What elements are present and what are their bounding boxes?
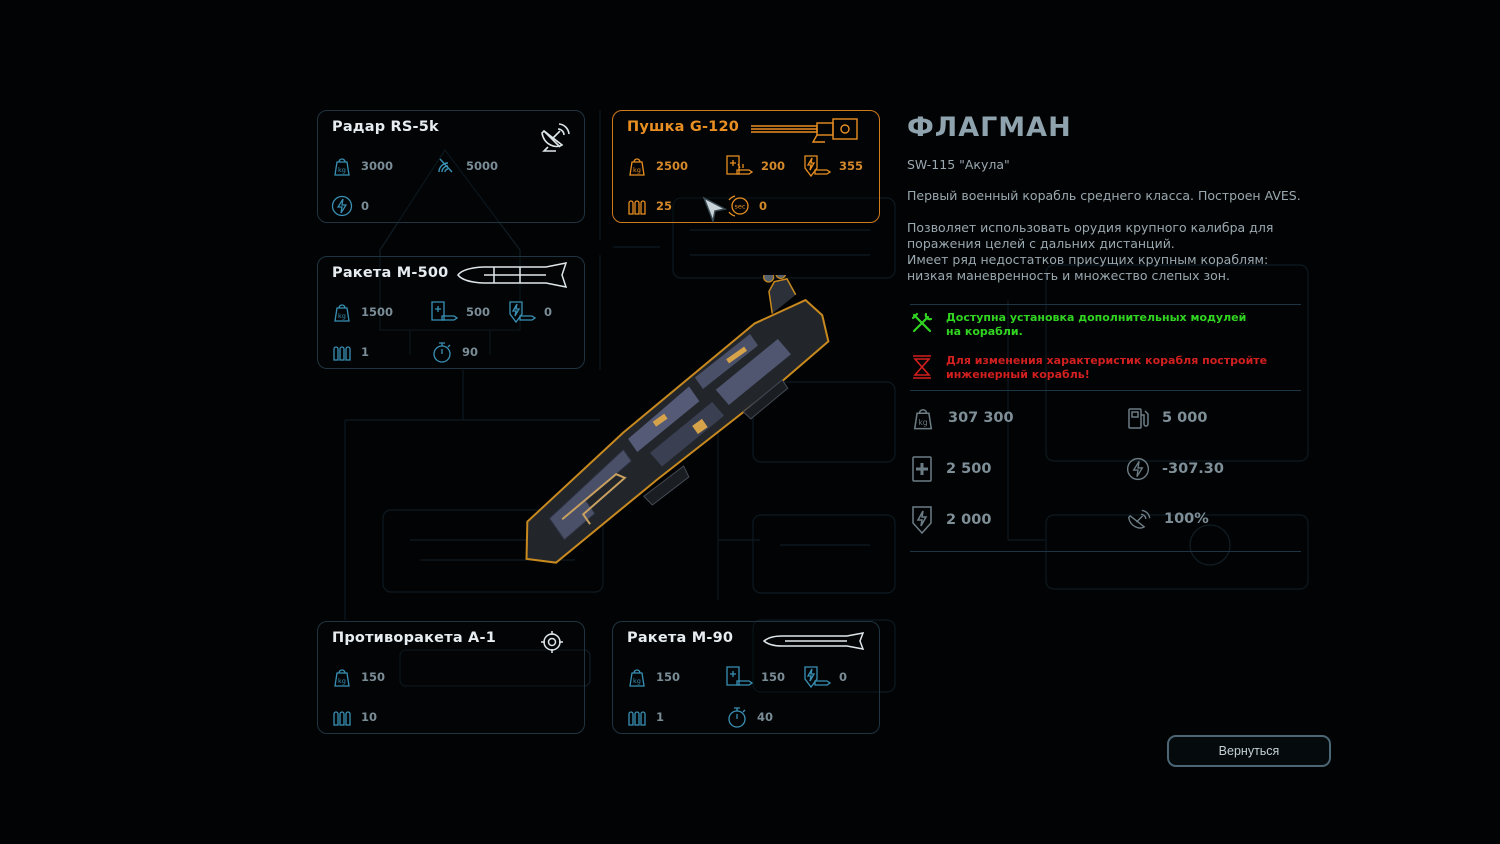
stat-weight: kg 150 bbox=[331, 664, 385, 690]
weight-icon: kg bbox=[334, 669, 350, 687]
description-line: Имеет ряд недостатков присущих крупным к… bbox=[907, 252, 1269, 267]
reload-sec-icon: sec bbox=[728, 195, 749, 217]
stat-weight: kg 150 bbox=[626, 664, 680, 690]
svg-text:kg: kg bbox=[633, 166, 641, 174]
hull-damage-icon bbox=[431, 301, 458, 321]
svg-text:kg: kg bbox=[338, 677, 346, 685]
module-title: Ракета M-500 bbox=[332, 265, 449, 281]
ship-description-details: Позволяет использовать орудия крупного к… bbox=[907, 220, 1307, 284]
description-line: поражения целей с дальних дистанций. bbox=[907, 236, 1175, 251]
ammo-icon bbox=[628, 711, 646, 726]
ship-stat-hull: 2 500 bbox=[910, 455, 991, 483]
module-title: Ракета M-90 bbox=[627, 630, 734, 646]
stat-ammo: 10 bbox=[331, 704, 377, 730]
divider-bottom bbox=[910, 551, 1301, 552]
stat-shield-damage: 355 bbox=[803, 153, 863, 179]
radar-dish-icon bbox=[541, 123, 570, 152]
ship-model: SW-115 "Акула" bbox=[907, 157, 1010, 172]
module-title: Противоракета A-1 bbox=[332, 630, 496, 646]
shield-damage-icon bbox=[804, 666, 831, 689]
weight-icon: kg bbox=[629, 158, 645, 176]
ship-stat-energy: -307.30 bbox=[1126, 457, 1224, 481]
notice-modules-available: Доступна установка дополнительных модуле… bbox=[910, 311, 1246, 339]
missile-icon bbox=[457, 262, 568, 288]
svg-text:kg: kg bbox=[338, 312, 346, 320]
weight-icon: kg bbox=[334, 158, 350, 176]
stat-ammo: 1 bbox=[626, 704, 664, 730]
hull-damage-icon bbox=[726, 666, 753, 686]
shield-icon bbox=[912, 506, 932, 535]
ship-description: Первый военный корабль среднего класса. … bbox=[907, 188, 1301, 203]
signal-range-icon bbox=[438, 158, 453, 173]
module-card-radar[interactable]: Радар RS-5k kg 3000 5000 0 bbox=[317, 110, 585, 223]
target-icon bbox=[541, 631, 563, 653]
svg-text:sec: sec bbox=[735, 203, 746, 211]
module-card-anti-missile[interactable]: Противоракета A-1 kg 150 10 bbox=[317, 621, 585, 734]
stat-reload: 90 bbox=[430, 339, 478, 365]
back-button[interactable]: Вернуться bbox=[1167, 735, 1331, 767]
weight-icon: kg bbox=[629, 669, 645, 687]
radar-dish-icon bbox=[1127, 509, 1151, 529]
stat-ammo: 1 bbox=[331, 339, 369, 365]
shield-damage-icon bbox=[509, 301, 536, 324]
ship-illustration bbox=[525, 275, 830, 564]
svg-text:kg: kg bbox=[918, 418, 927, 427]
weight-icon: kg bbox=[913, 408, 933, 430]
module-card-missile-m90[interactable]: Ракета M-90 kg 150 150 0 1 40 bbox=[612, 621, 880, 734]
stat-damage: 500 bbox=[430, 299, 490, 325]
description-line: низкая маневренность и множество слепых … bbox=[907, 268, 1230, 283]
shield-damage-icon bbox=[804, 155, 831, 178]
stat-damage: 200 bbox=[725, 153, 785, 179]
ship-class-title: ФЛАГМАН bbox=[907, 112, 1072, 143]
resize-warning-icon bbox=[913, 355, 931, 379]
hull-repair-icon bbox=[912, 456, 932, 482]
stopwatch-icon bbox=[728, 707, 746, 728]
ship-info-panel: ФЛАГМАН SW-115 "Акула" Первый военный ко… bbox=[907, 112, 1307, 284]
weight-icon: kg bbox=[334, 304, 350, 322]
cannon-icon bbox=[751, 118, 858, 143]
energy-bolt-icon bbox=[1126, 457, 1150, 481]
ship-stat-shield: 2 000 bbox=[910, 505, 991, 535]
divider-middle bbox=[910, 390, 1301, 391]
ship-stat-fuel: 5 000 bbox=[1126, 405, 1207, 431]
wrench-screwdriver-icon bbox=[911, 312, 933, 333]
svg-text:kg: kg bbox=[338, 166, 346, 174]
energy-bolt-icon bbox=[331, 195, 353, 217]
ammo-icon bbox=[333, 346, 351, 361]
module-card-missile-m500[interactable]: Ракета M-500 kg 1500 500 0 1 90 bbox=[317, 256, 585, 369]
notice-warn-line: инженерный корабль! bbox=[946, 368, 1090, 381]
ship-stat-radar: 100% bbox=[1124, 505, 1209, 533]
svg-text:kg: kg bbox=[633, 677, 641, 685]
stat-shield-damage: 0 bbox=[508, 299, 552, 325]
fuel-pump-icon bbox=[1128, 408, 1149, 429]
stat-ammo: 25 bbox=[626, 193, 672, 219]
ammo-icon bbox=[333, 711, 351, 726]
module-title: Радар RS-5k bbox=[332, 119, 439, 135]
ammo-icon bbox=[628, 200, 646, 215]
stat-reload: sec 0 bbox=[725, 193, 767, 219]
module-card-cannon[interactable]: Пушка G-120 kg 2500 200 355 25 sec 0 bbox=[612, 110, 880, 223]
missile-icon bbox=[762, 632, 865, 650]
stat-weight: kg 2500 bbox=[626, 153, 688, 179]
stat-weight: kg 1500 bbox=[331, 299, 393, 325]
divider-top bbox=[910, 304, 1301, 305]
ship-stat-mass: kg 307 300 bbox=[910, 405, 1014, 431]
stat-reload: 40 bbox=[725, 704, 773, 730]
mouse-cursor-icon bbox=[702, 196, 728, 224]
stat-shield-damage: 0 bbox=[803, 664, 847, 690]
stat-energy: 0 bbox=[331, 193, 369, 219]
notice-ok-line: на корабли. bbox=[946, 325, 1023, 338]
module-title: Пушка G-120 bbox=[627, 119, 740, 135]
stopwatch-icon bbox=[433, 342, 451, 363]
stat-weight: kg 3000 bbox=[331, 153, 393, 179]
notice-ok-line: Доступна установка дополнительных модуле… bbox=[946, 311, 1247, 324]
description-line: Позволяет использовать орудия крупного к… bbox=[907, 220, 1274, 235]
stat-damage: 150 bbox=[725, 664, 785, 690]
hull-damage-icon bbox=[726, 155, 753, 175]
notice-warn-line: Для изменения характеристик корабля пост… bbox=[946, 354, 1268, 367]
notice-engineer-required: Для изменения характеристик корабля пост… bbox=[910, 354, 1267, 382]
stat-range: 5000 bbox=[436, 153, 498, 179]
